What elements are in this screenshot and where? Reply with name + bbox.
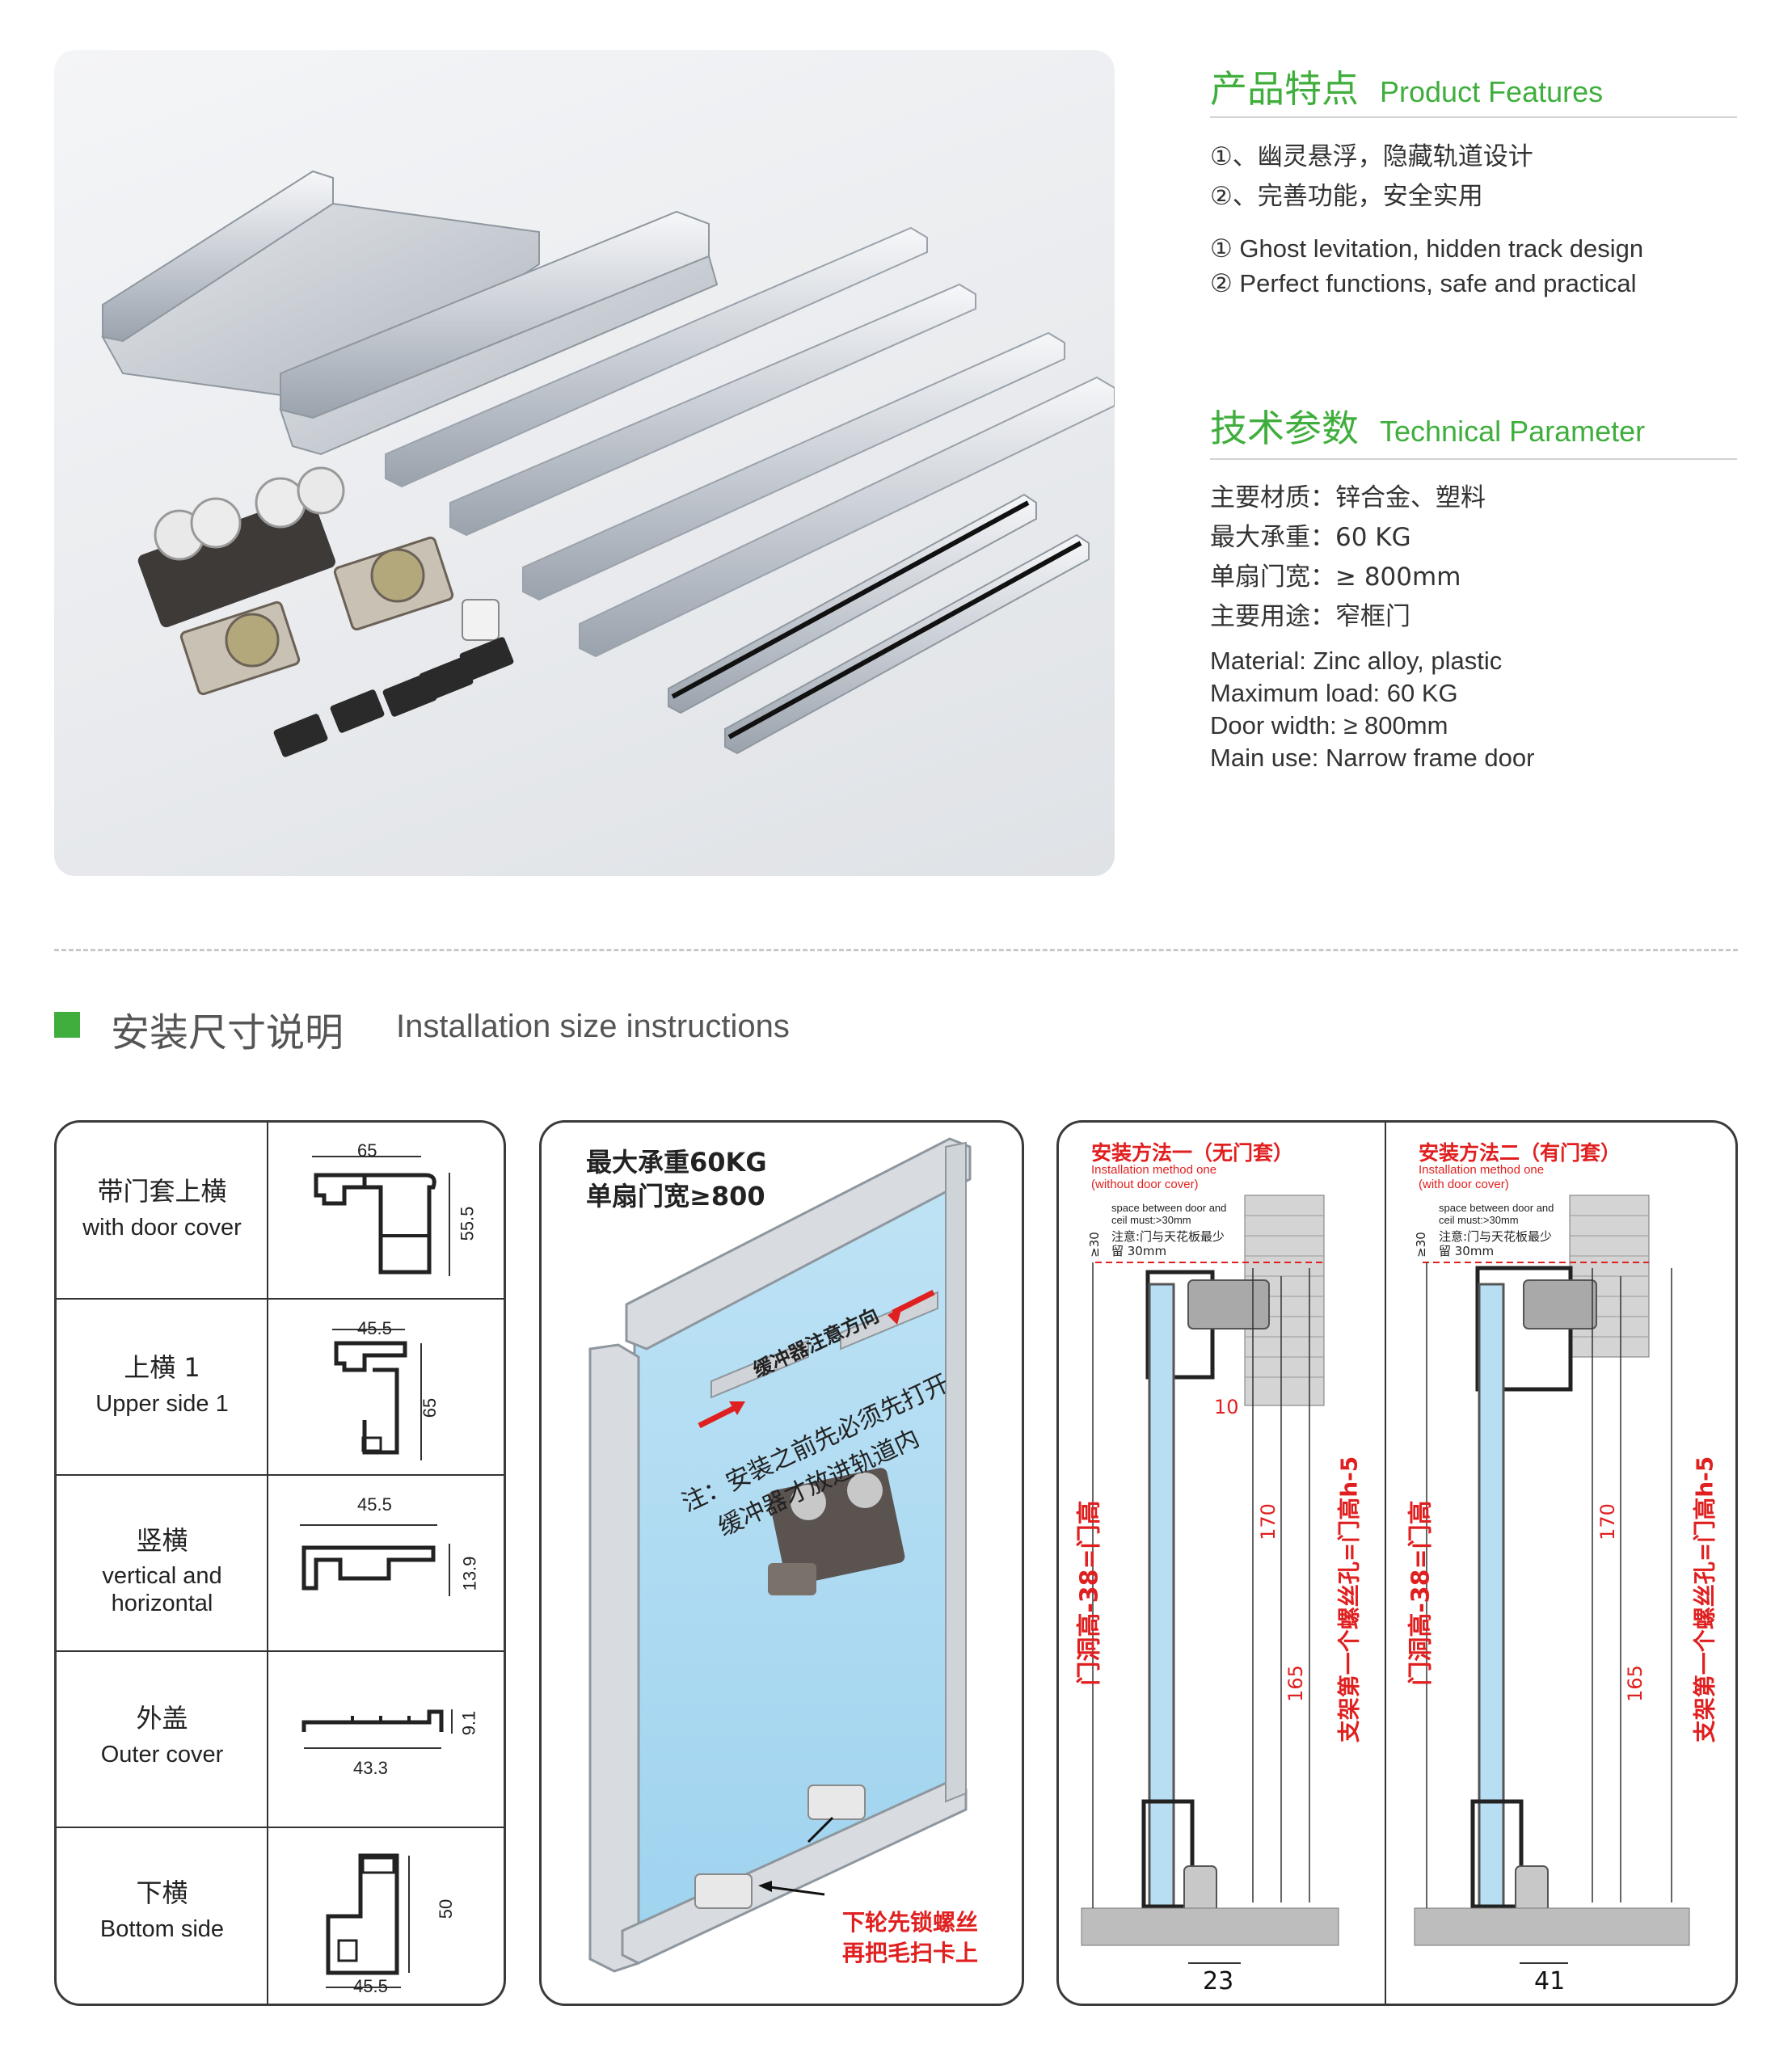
profile-1-dim-height: 55.5	[457, 1206, 478, 1241]
product-features-title-zh: 产品特点	[1210, 67, 1359, 111]
feature-item-en-2: ② Perfect functions, safe and practical	[1210, 269, 1637, 297]
profile-1-name-zh: 带门套上横	[97, 1176, 227, 1207]
profile-row-2-label: 上横 1 Upper side 1	[57, 1347, 268, 1418]
method-2-screw-formula: 支架第一个螺丝孔=门高h-5	[1691, 1456, 1718, 1743]
feature-item-zh-1: ①、幽灵悬浮，隐藏轨道设计	[1210, 142, 1533, 171]
wheel-lock-note-2: 再把毛扫卡上	[842, 1940, 979, 1966]
technical-item-en-1: Material: Zinc alloy, plastic	[1210, 647, 1503, 675]
method-1-note-zh-1: 注意:门与天花板最少	[1111, 1229, 1225, 1244]
method-1-door-formula: 门洞高-38=门高	[1075, 1500, 1104, 1686]
method-2-title-en-1: Installation method one	[1419, 1163, 1545, 1177]
product-features-heading: 产品特点 Product Features	[1210, 60, 1604, 111]
technical-item-en-3: Door width: ≥ 800mm	[1210, 711, 1448, 740]
technical-title-zh: 技术参数	[1210, 407, 1359, 450]
method-1-gap: ≥30	[1086, 1232, 1102, 1258]
profile-2-dim-height: 65	[420, 1397, 441, 1418]
method-2-dim-165: 165	[1623, 1665, 1647, 1702]
technical-item-en-2: Maximum load: 60 KG	[1210, 679, 1458, 707]
method-2-door-formula: 门洞高-38=门高	[1406, 1500, 1436, 1686]
method-1-title-en-1: Installation method one	[1091, 1163, 1217, 1177]
profile-4-dim-height: 9.1	[458, 1710, 479, 1736]
profile-table: 带门套上横 with door cover 65 55.5 上横 1 Upper…	[54, 1120, 506, 2006]
technical-item-zh-1: 主要材质：锌合金、塑料	[1210, 483, 1486, 512]
method-1-screw-formula: 支架第一个螺丝孔=门高h-5	[1335, 1456, 1363, 1743]
profile-row-4-label: 外盖 Outer cover	[57, 1698, 268, 1768]
method-2-title-zh: 安装方法二（有门套）	[1419, 1141, 1621, 1165]
profile-5-dim-width: 45.5	[353, 1976, 388, 1996]
technical-item-en-4: Main use: Narrow frame door	[1210, 744, 1535, 772]
method-1-note-zh-2: 留 30mm	[1111, 1244, 1167, 1258]
installation-methods-panel: 安装方法一（无门套） Installation method one (with…	[1056, 1120, 1738, 2006]
method-1-bottom-dim: 23	[1203, 1967, 1234, 1995]
technical-item-zh-4: 主要用途：窄框门	[1210, 602, 1410, 631]
profile-3-dim-height: 13.9	[459, 1556, 480, 1591]
door-max-load: 最大承重60KG	[586, 1147, 767, 1178]
installation-methods-drawing	[1081, 1123, 1690, 2004]
technical-parameter-heading: 技术参数 Technical Parameter	[1210, 399, 1646, 450]
method-2-gap: ≥30	[1413, 1232, 1428, 1258]
technical-item-zh-2: 最大承重：60 KG	[1210, 523, 1411, 552]
square-bullet-icon	[54, 1012, 80, 1038]
profile-1-dim-width: 65	[357, 1140, 377, 1161]
profile-row-5-label: 下横 Bottom side	[57, 1873, 268, 1943]
door-width-requirement: 单扇门宽≥800	[586, 1181, 765, 1211]
profile-5-section-drawing	[326, 1853, 410, 1988]
product-features-title-en: Product Features	[1380, 75, 1604, 108]
profile-2-name-en: Upper side 1	[95, 1391, 229, 1417]
profile-5-name-en: Bottom side	[99, 1916, 225, 1942]
method-2-dim-170: 170	[1596, 1503, 1619, 1540]
door-assembly-panel: 最大承重60KG 单扇门宽≥800 缓冲器注意方向 注：安装之前先必须先打开 缓…	[539, 1120, 1024, 2006]
method-1-dim-165: 165	[1284, 1665, 1307, 1702]
profile-3-section-drawing	[300, 1524, 450, 1596]
profile-5-dim-height: 50	[436, 1898, 457, 1919]
profile-table-grid	[57, 1123, 504, 2004]
method-1-title-en-2: (without door cover)	[1091, 1178, 1199, 1191]
profile-row-3-label: 竖横 vertical and horizontal	[57, 1520, 268, 1617]
section-dashed-divider	[54, 949, 1738, 951]
technical-divider	[1210, 458, 1737, 460]
profile-4-dim-width: 43.3	[353, 1758, 388, 1778]
section-title-zh: 安装尺寸说明	[111, 1010, 344, 1056]
method-1-dim-top: 10	[1214, 1396, 1239, 1418]
door-assembly-illustration	[588, 1137, 972, 1973]
method-2-title-en-2: (with door cover)	[1419, 1178, 1509, 1191]
section-title-en: Installation size instructions	[396, 1009, 790, 1044]
profile-3-name-en: vertical and horizontal	[102, 1563, 222, 1616]
technical-title-en: Technical Parameter	[1380, 415, 1646, 448]
profile-3-name-zh: 竖横	[136, 1525, 188, 1556]
hardware-kit-illustration	[101, 170, 1115, 757]
wheel-lock-note-1: 下轮先锁螺丝	[842, 1909, 979, 1936]
profile-row-1-label: 带门套上横 with door cover	[57, 1171, 268, 1241]
method-2-space-en-2: ceil must:>30mm	[1439, 1214, 1519, 1226]
profile-5-name-zh: 下横	[136, 1877, 188, 1908]
method-2-bottom-dim: 41	[1534, 1967, 1566, 1995]
profile-1-section-drawing	[312, 1156, 450, 1276]
method-2-space-en-1: space between door and	[1439, 1202, 1554, 1214]
method-2-note-zh-2: 留 30mm	[1439, 1244, 1495, 1258]
features-divider	[1210, 116, 1737, 118]
profile-4-section-drawing	[301, 1709, 453, 1749]
method-1-space-en-2: ceil must:>30mm	[1111, 1214, 1191, 1226]
feature-item-zh-2: ②、完善功能，安全实用	[1210, 182, 1483, 211]
technical-item-zh-3: 单扇门宽：≥ 800mm	[1210, 563, 1461, 592]
method-1-title-zh: 安装方法一（无门套）	[1091, 1141, 1294, 1165]
product-photo	[54, 50, 1115, 876]
profile-4-name-zh: 外盖	[136, 1703, 188, 1734]
profile-1-name-en: with door cover	[82, 1215, 242, 1241]
profile-2-dim-width: 45.5	[357, 1318, 392, 1338]
profile-2-name-zh: 上横 1	[124, 1352, 200, 1383]
profile-4-name-en: Outer cover	[100, 1742, 224, 1768]
method-1-space-en-1: space between door and	[1111, 1202, 1227, 1214]
profile-2-section-drawing	[332, 1329, 422, 1460]
method-2-note-zh-1: 注意:门与天花板最少	[1439, 1229, 1553, 1244]
method-1-dim-170: 170	[1256, 1503, 1280, 1540]
profile-3-dim-width: 45.5	[357, 1494, 392, 1515]
feature-item-en-1: ① Ghost levitation, hidden track design	[1210, 234, 1644, 263]
